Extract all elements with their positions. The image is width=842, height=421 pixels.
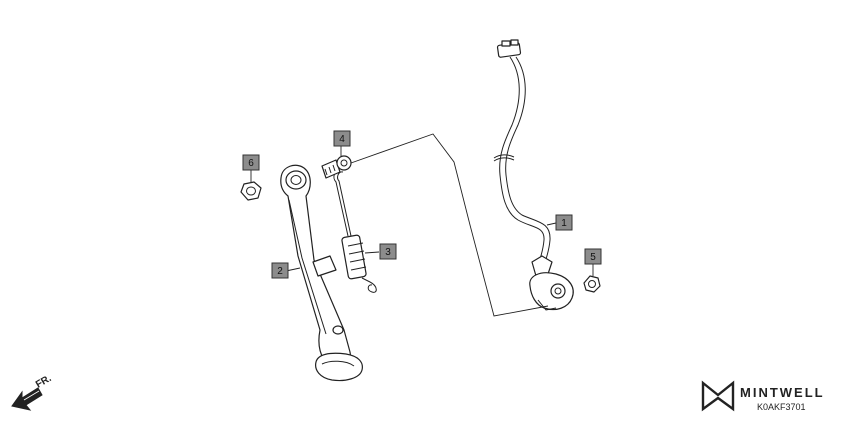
svg-text:5: 5 <box>590 252 596 263</box>
svg-text:6: 6 <box>248 158 254 169</box>
mintwell-logo-icon <box>701 380 735 412</box>
callout-2[interactable]: 2 <box>271 262 289 279</box>
side-stand-switch-harness[interactable] <box>493 39 574 311</box>
callout-5[interactable]: 5 <box>584 248 602 265</box>
front-direction-indicator: FR. <box>11 373 54 411</box>
brand-name: MINTWELL <box>740 385 825 400</box>
stand-pivot-bolt[interactable] <box>321 155 352 179</box>
brand-block: MINTWELL K0AKF3701 <box>701 380 825 412</box>
svg-text:1: 1 <box>561 218 567 229</box>
leader-lines <box>250 133 594 317</box>
svg-text:2: 2 <box>277 266 283 277</box>
callout-6[interactable]: 6 <box>242 154 260 171</box>
stand-nut[interactable] <box>240 181 262 201</box>
switch-bolt[interactable] <box>583 275 601 293</box>
callout-3[interactable]: 3 <box>379 243 397 260</box>
side-stand[interactable] <box>280 164 363 382</box>
side-stand-spring[interactable] <box>333 171 377 293</box>
svg-text:4: 4 <box>339 134 345 145</box>
svg-text:FR.: FR. <box>34 373 54 391</box>
callout-1[interactable]: 1 <box>555 214 573 231</box>
front-arrow-icon <box>11 387 43 411</box>
callout-4[interactable]: 4 <box>333 130 351 147</box>
diagram-code: K0AKF3701 <box>757 402 806 412</box>
svg-text:3: 3 <box>385 247 391 258</box>
